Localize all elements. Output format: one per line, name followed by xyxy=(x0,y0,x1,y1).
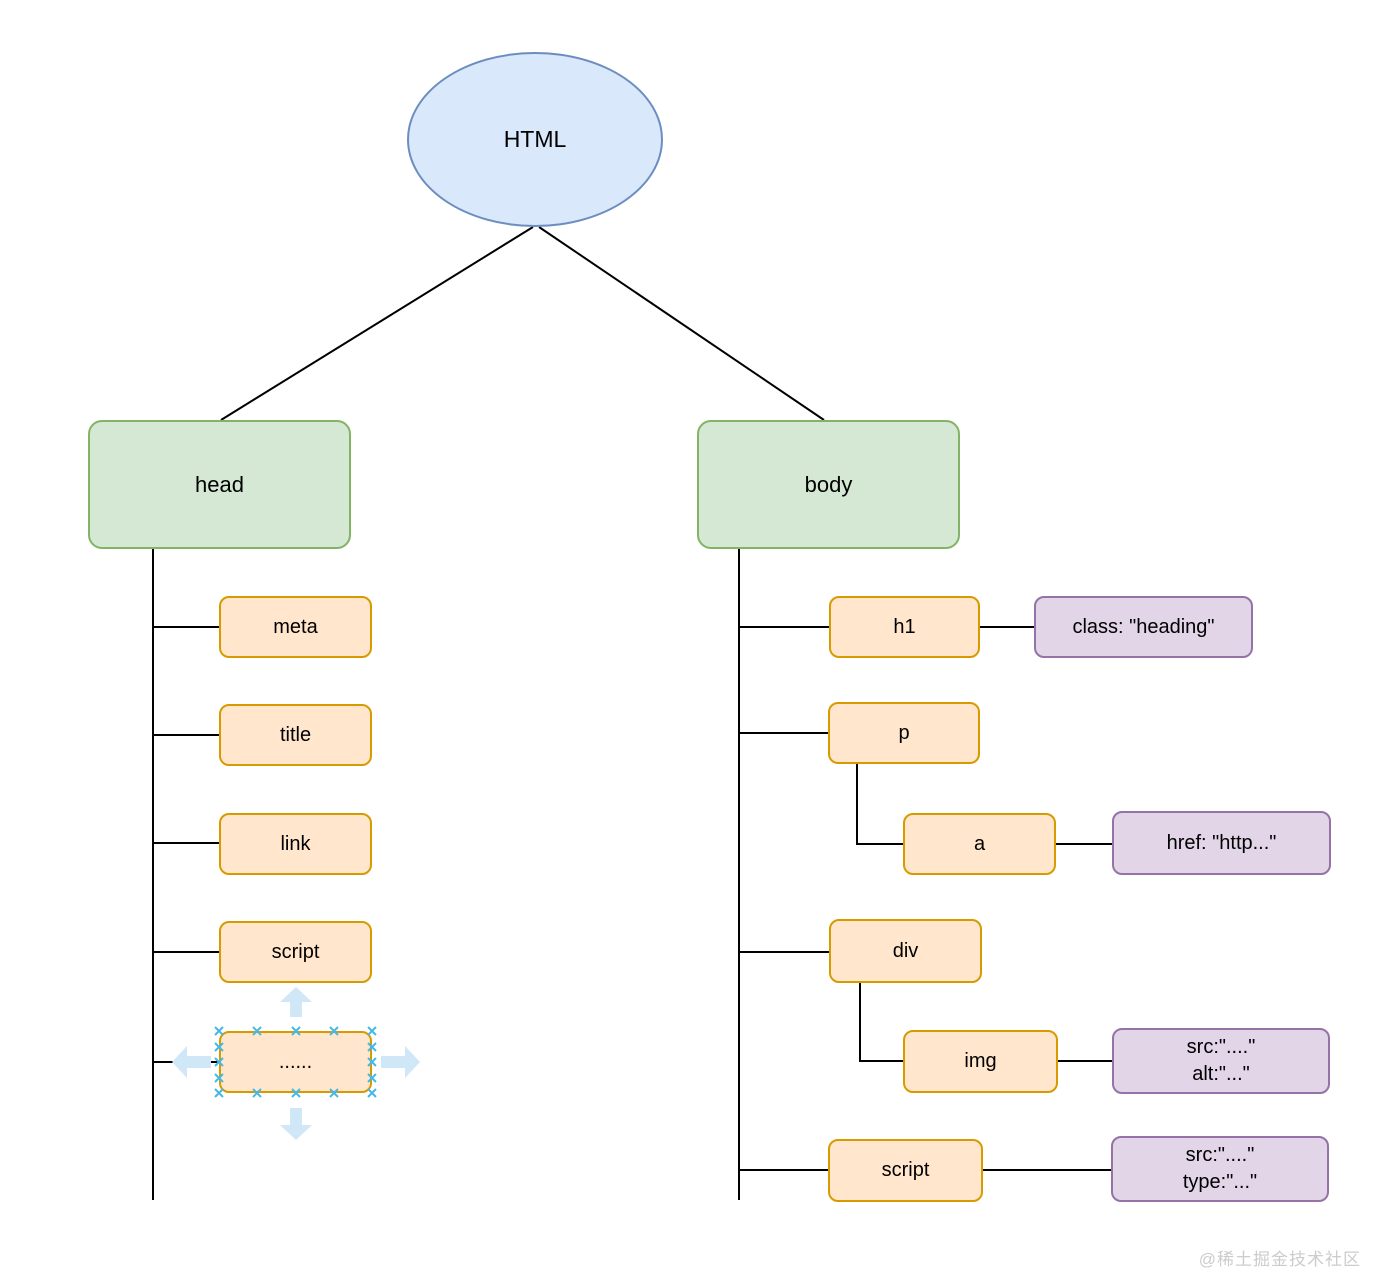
node-body[interactable]: body xyxy=(697,420,960,549)
node-body-script-label: script xyxy=(881,1159,930,1181)
node-img[interactable]: img xyxy=(903,1030,1058,1093)
edge-p-a xyxy=(856,764,903,845)
attr-img-src-alt[interactable]: src:"...." alt:"..." xyxy=(1112,1028,1330,1094)
node-head[interactable]: head xyxy=(88,420,351,549)
node-head-script[interactable]: script xyxy=(219,921,372,983)
node-p-label: p xyxy=(898,721,910,744)
node-img-label: img xyxy=(964,1050,997,1072)
node-head-script-label: script xyxy=(271,940,320,963)
attr-img-alt-line: alt:"..." xyxy=(1192,1063,1250,1085)
edge-div-img xyxy=(859,983,903,1062)
node-meta-label: meta xyxy=(273,615,318,638)
node-title-label: title xyxy=(279,723,312,746)
node-div-label: div xyxy=(892,939,919,962)
attr-script-src-line: src:"...." xyxy=(1185,1144,1255,1166)
node-body-script[interactable]: script xyxy=(828,1139,983,1202)
attr-a-href[interactable]: href: "http..." xyxy=(1112,811,1331,875)
attr-h1-class-text: class: "heading" xyxy=(1072,615,1215,638)
attr-img-src-line: src:"...." xyxy=(1186,1036,1256,1058)
node-link[interactable]: link xyxy=(219,813,372,875)
node-p[interactable]: p xyxy=(828,702,980,764)
node-link-label: link xyxy=(280,832,311,855)
node-html-label: HTML xyxy=(503,126,567,152)
node-a[interactable]: a xyxy=(903,813,1056,875)
node-meta[interactable]: meta xyxy=(219,596,372,658)
node-head-label: head xyxy=(195,471,244,497)
node-html[interactable]: HTML xyxy=(407,52,663,227)
node-a-label: a xyxy=(973,832,986,855)
edge-html-body xyxy=(538,226,825,421)
node-body-label: body xyxy=(804,471,853,497)
attr-h1-class[interactable]: class: "heading" xyxy=(1034,596,1253,658)
node-h1-label: h1 xyxy=(893,615,916,638)
node-h1[interactable]: h1 xyxy=(829,596,980,658)
attr-a-href-text: href: "http..." xyxy=(1166,831,1277,854)
node-head-dots[interactable]: ...... xyxy=(219,1031,372,1093)
edge-html-head xyxy=(220,226,534,421)
node-div[interactable]: div xyxy=(829,919,982,983)
node-head-dots-label: ...... xyxy=(278,1050,313,1073)
node-title[interactable]: title xyxy=(219,704,372,766)
attr-script-src-type[interactable]: src:"...." type:"..." xyxy=(1111,1136,1329,1202)
watermark: @稀土掘金技术社区 xyxy=(1198,1250,1361,1269)
attr-script-type-line: type:"..." xyxy=(1182,1171,1258,1193)
